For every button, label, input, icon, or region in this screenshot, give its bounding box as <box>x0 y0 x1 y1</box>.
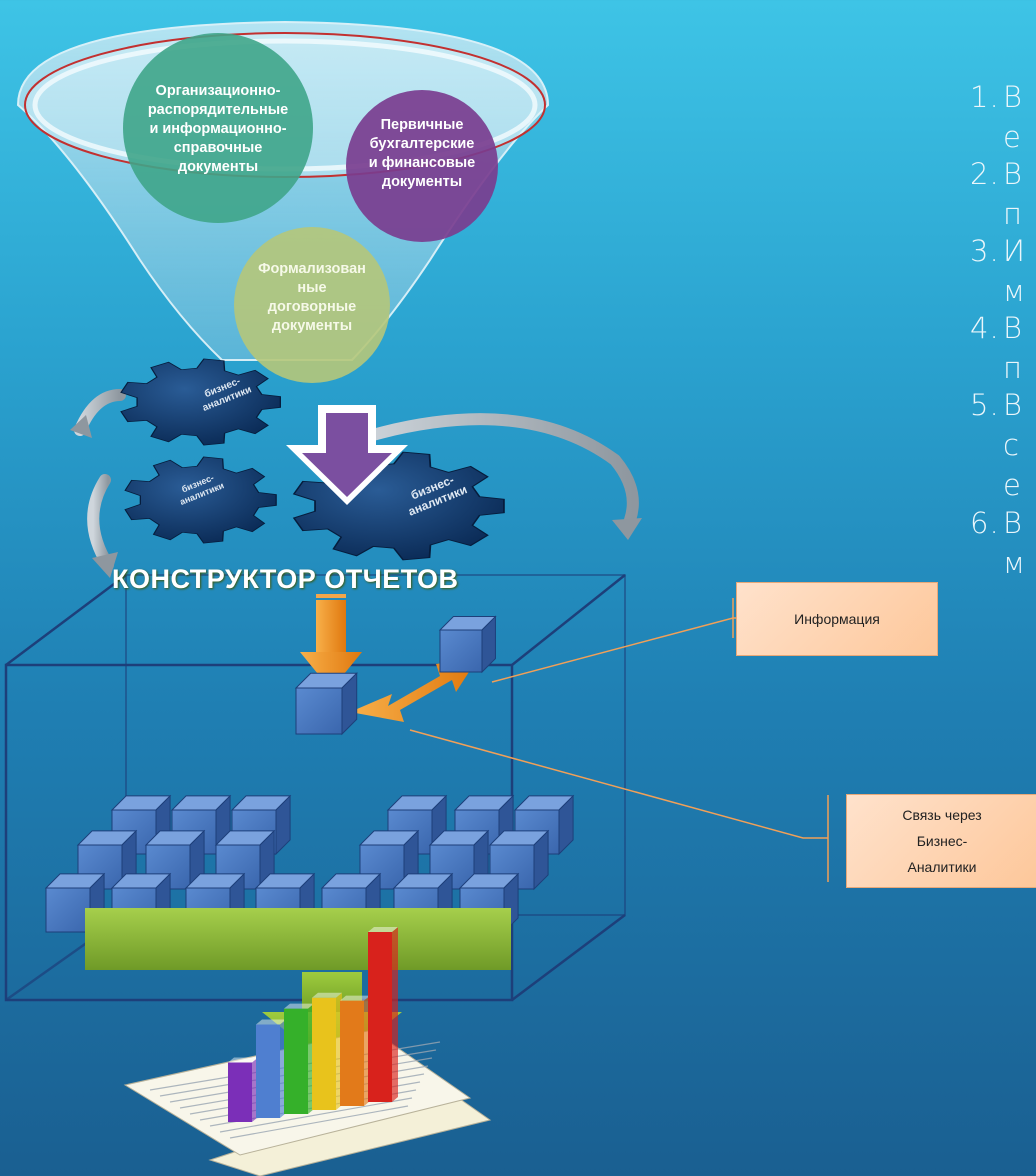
list-text-continued: е <box>1003 468 1022 502</box>
circle-label-line: и финансовые <box>368 155 476 171</box>
chart-bar <box>228 1057 258 1122</box>
circle-label-line: документы <box>177 159 259 175</box>
data-cube <box>294 672 358 736</box>
paper-line <box>219 1097 413 1133</box>
list-number: 4. <box>970 311 1000 345</box>
report-builder-banner <box>85 908 511 970</box>
gear-body <box>120 358 282 446</box>
list-text: И <box>1003 234 1026 268</box>
funnel-down-arrow <box>286 405 408 505</box>
data-cube <box>438 615 497 674</box>
list-text-continued: м <box>1003 546 1026 580</box>
circle-label-line: Организационно- <box>155 83 281 99</box>
list-number: 5. <box>970 388 1000 422</box>
chart-bar <box>340 995 370 1106</box>
callout-link: Связь через Бизнес- Аналитики <box>846 794 1036 888</box>
circle-label-line: справочные <box>173 140 263 156</box>
list-text: В <box>1003 506 1023 540</box>
circle-label-line: и информационно- <box>149 121 287 137</box>
list-text: В <box>1003 157 1023 191</box>
circle-label-line: Формализован <box>258 261 366 277</box>
chart-bar <box>312 992 342 1110</box>
paper-line <box>229 1105 409 1139</box>
callout-link-line: Связь через <box>902 807 982 823</box>
orange-down-arrow <box>300 594 362 690</box>
report-builder-title: КОНСТРУКТОР ОТЧЕТОВ <box>112 564 459 594</box>
gear-body <box>124 456 277 544</box>
circle-label-line: документы <box>271 318 353 334</box>
circle-label-financial: Первичные бухгалтерские и финансовые док… <box>352 116 492 192</box>
list-text-continued: е <box>1003 120 1022 154</box>
chart-bar <box>284 1003 314 1114</box>
callout-link-line: Аналитики <box>907 859 977 875</box>
gear-business-analytics-top <box>120 358 282 446</box>
list-text-continued: п <box>1003 351 1023 385</box>
list-text: В <box>1003 311 1023 345</box>
circle-label-line: распорядительные <box>147 102 289 118</box>
list-number: 1. <box>970 80 1000 114</box>
cycle-arrowhead-top <box>70 415 92 438</box>
document-circle-contract <box>234 227 390 383</box>
callout-link-line: Бизнес- <box>916 833 968 849</box>
list-text: В <box>1003 80 1023 114</box>
callout-information: Информация <box>736 582 938 656</box>
circle-label-contract: Формализован ные договорные документы <box>242 260 382 336</box>
cycle-arrowhead-left <box>92 552 118 578</box>
document-circle-financial <box>346 90 498 242</box>
chart-bar <box>256 1019 286 1118</box>
circle-label-line: ные <box>297 280 327 296</box>
list-number: 3. <box>970 234 1000 268</box>
chart-bar <box>368 927 398 1102</box>
list-text-continued: п <box>1003 197 1023 231</box>
list-number: 2. <box>970 157 1000 191</box>
list-number: 6. <box>970 506 1000 540</box>
document-circle-organizational <box>123 33 313 223</box>
circle-label-line: документы <box>381 174 463 190</box>
circle-label-line: Первичные <box>380 117 464 133</box>
circle-label-line: договорные <box>267 299 357 315</box>
double-arrow-link <box>350 658 478 722</box>
list-text-continued: м <box>1003 274 1026 308</box>
list-text-continued: с <box>1003 428 1020 462</box>
callout-information-text: Информация <box>794 611 880 627</box>
list-text: В <box>1003 388 1023 422</box>
circle-label-organizational: Организационно- распорядительные и инфор… <box>118 82 318 177</box>
cycle-arrowhead-right <box>612 518 642 540</box>
gear-business-analytics-left <box>124 456 277 544</box>
circle-label-line: бухгалтерские <box>369 136 475 152</box>
report-bar-chart <box>228 927 398 1122</box>
